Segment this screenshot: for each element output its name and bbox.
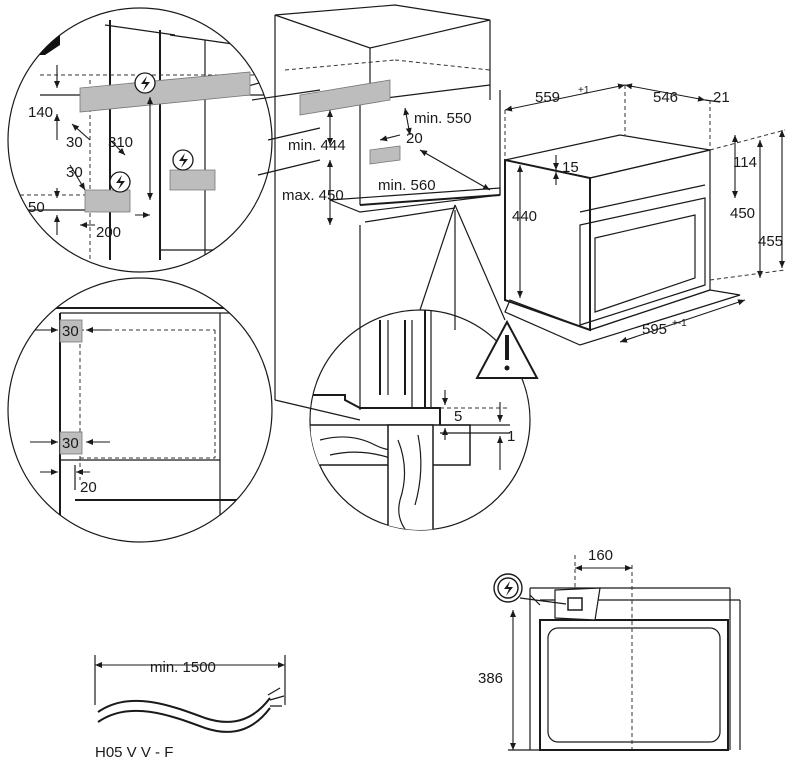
dim-160: 160 <box>588 547 613 564</box>
dim-1: 1 <box>507 428 515 445</box>
leader-line <box>257 159 321 176</box>
dim-595: 595 <box>642 321 667 338</box>
front-view <box>493 555 741 751</box>
dim-5: 5 <box>454 408 462 425</box>
dim-min-444: min. 444 <box>288 137 346 154</box>
leader-line <box>267 127 321 141</box>
oven-drawing <box>504 83 786 346</box>
dim-114: 114 <box>733 154 757 171</box>
dim-140: 140 <box>28 104 53 121</box>
dim-595-tolerance: +-1 <box>672 318 687 329</box>
dim-450: 450 <box>730 205 755 222</box>
dim-21: 21 <box>713 89 730 106</box>
dim-310: 310 <box>108 134 133 151</box>
cable-type-label: H05 V V - F <box>95 744 173 761</box>
dim-30-mid: 30 <box>66 164 83 181</box>
dim-30-upper: 30 <box>62 323 79 340</box>
dim-min-560: min. 560 <box>378 177 436 194</box>
dim-440: 440 <box>512 208 537 225</box>
dim-30-lower: 30 <box>62 435 79 452</box>
leader-line <box>419 204 456 311</box>
dim-15: 15 <box>562 159 579 176</box>
dim-20-side: 20 <box>80 479 97 496</box>
lightning-icon <box>134 72 156 94</box>
lightning-icon <box>172 149 194 171</box>
dim-386: 386 <box>478 670 503 687</box>
cabinet-drawing <box>274 4 501 421</box>
dim-200: 200 <box>96 224 121 241</box>
lightning-icon <box>109 171 131 193</box>
dim-min-1500: min. 1500 <box>150 659 216 676</box>
dim-50: 50 <box>28 199 45 216</box>
dim-546: 546 <box>653 89 678 106</box>
cable-drawing <box>94 655 286 733</box>
dim-30-top: 30 <box>66 134 83 151</box>
detail-circle-middle-left: 30 30 20 <box>7 277 273 543</box>
dim-min-550: min. 550 <box>414 110 472 127</box>
dim-max-450: max. 450 <box>282 187 344 204</box>
dim-20-top: 20 <box>406 130 423 147</box>
detail-circle-center: 5 1 <box>309 309 539 531</box>
leader-line <box>454 204 506 321</box>
lightning-icon <box>493 573 523 603</box>
dim-455: 455 <box>758 233 783 250</box>
dim-559-tolerance: +1 <box>578 85 590 96</box>
dim-559: 559 <box>535 89 560 106</box>
leader-line <box>251 89 321 101</box>
detail-circle-top-left: 140 30 310 30 50 200 <box>7 7 273 273</box>
warning-triangle-icon <box>475 319 539 379</box>
